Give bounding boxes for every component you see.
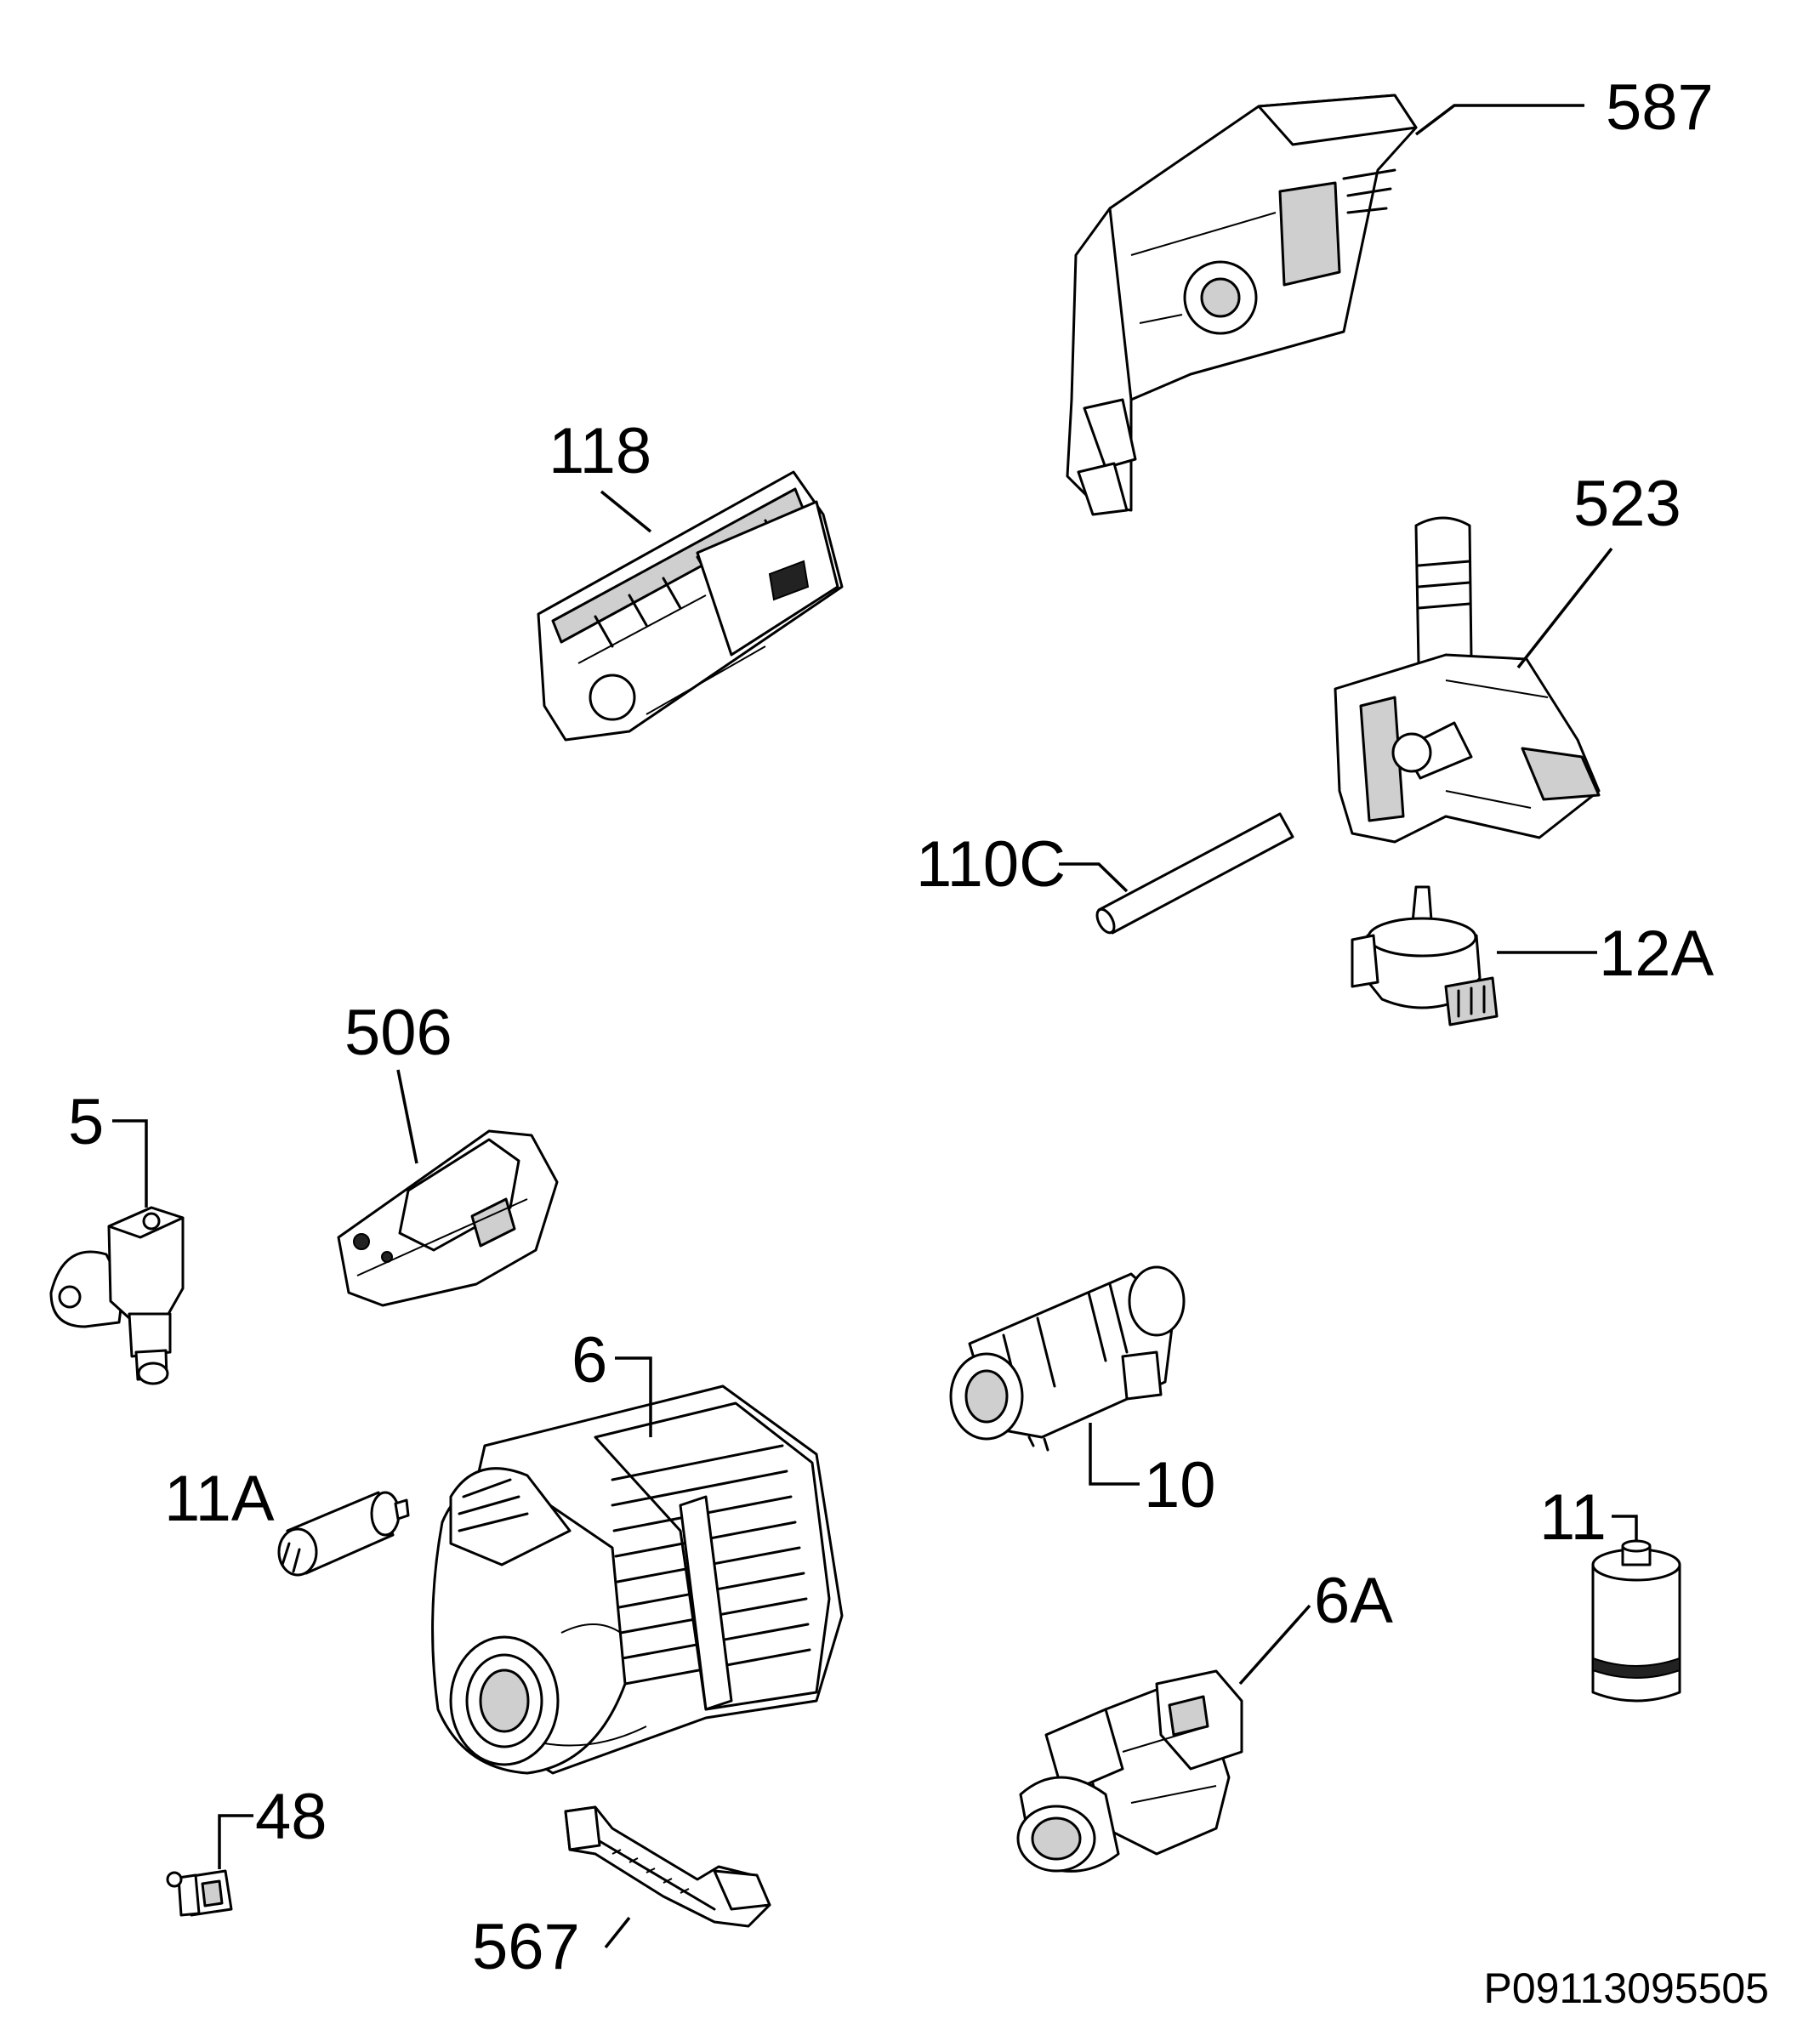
leader-110c [1059, 862, 1129, 893]
leader-6a [1238, 1604, 1311, 1686]
leader-5 [112, 1119, 148, 1208]
drawing-code: P09113095505 [1483, 1964, 1769, 2012]
part-10-heater[interactable] [949, 1265, 1186, 1452]
callout-523: 523 [1573, 468, 1681, 540]
part-118-display-board[interactable] [537, 470, 844, 742]
part-6a-drain-pump[interactable] [1016, 1669, 1243, 1873]
leader-10 [1089, 1423, 1140, 1486]
callout-567: 567 [472, 1911, 580, 1983]
callout-118: 118 [549, 415, 651, 487]
callout-12a: 12A [1599, 918, 1715, 990]
part-6-circulation-pump[interactable] [431, 1384, 844, 1775]
callout-506: 506 [344, 997, 452, 1069]
callout-587: 587 [1606, 71, 1714, 144]
callout-11a: 11A [164, 1463, 275, 1535]
callout-6a: 6A [1314, 1565, 1393, 1637]
callout-110c: 110C [916, 828, 1066, 901]
part-567-clamp[interactable] [564, 1805, 771, 1928]
leader-567 [604, 1916, 631, 1949]
callout-48: 48 [255, 1781, 327, 1853]
part-12a-pressure-switch[interactable] [1351, 885, 1499, 1026]
part-11a-capacitor[interactable] [277, 1491, 410, 1577]
part-110c-rod[interactable] [1094, 812, 1294, 935]
leader-6 [615, 1356, 652, 1437]
part-11-capacitor[interactable] [1591, 1539, 1681, 1703]
part-587-control-module[interactable] [1066, 94, 1418, 516]
part-506-latch[interactable] [337, 1129, 559, 1307]
part-5-inlet-valve[interactable] [49, 1206, 185, 1385]
leader-11 [1612, 1515, 1638, 1541]
callout-6: 6 [572, 1324, 607, 1396]
callout-5: 5 [68, 1086, 104, 1158]
leader-523 [1516, 547, 1613, 669]
leader-118 [600, 490, 652, 533]
leader-506 [396, 1069, 418, 1164]
part-48-plug[interactable] [166, 1869, 233, 1917]
callout-11: 11 [1539, 1481, 1607, 1554]
part-523-sensor-bracket[interactable] [1334, 516, 1601, 844]
leader-48 [218, 1814, 253, 1869]
callout-10: 10 [1144, 1449, 1216, 1521]
leader-587 [1414, 104, 1584, 136]
